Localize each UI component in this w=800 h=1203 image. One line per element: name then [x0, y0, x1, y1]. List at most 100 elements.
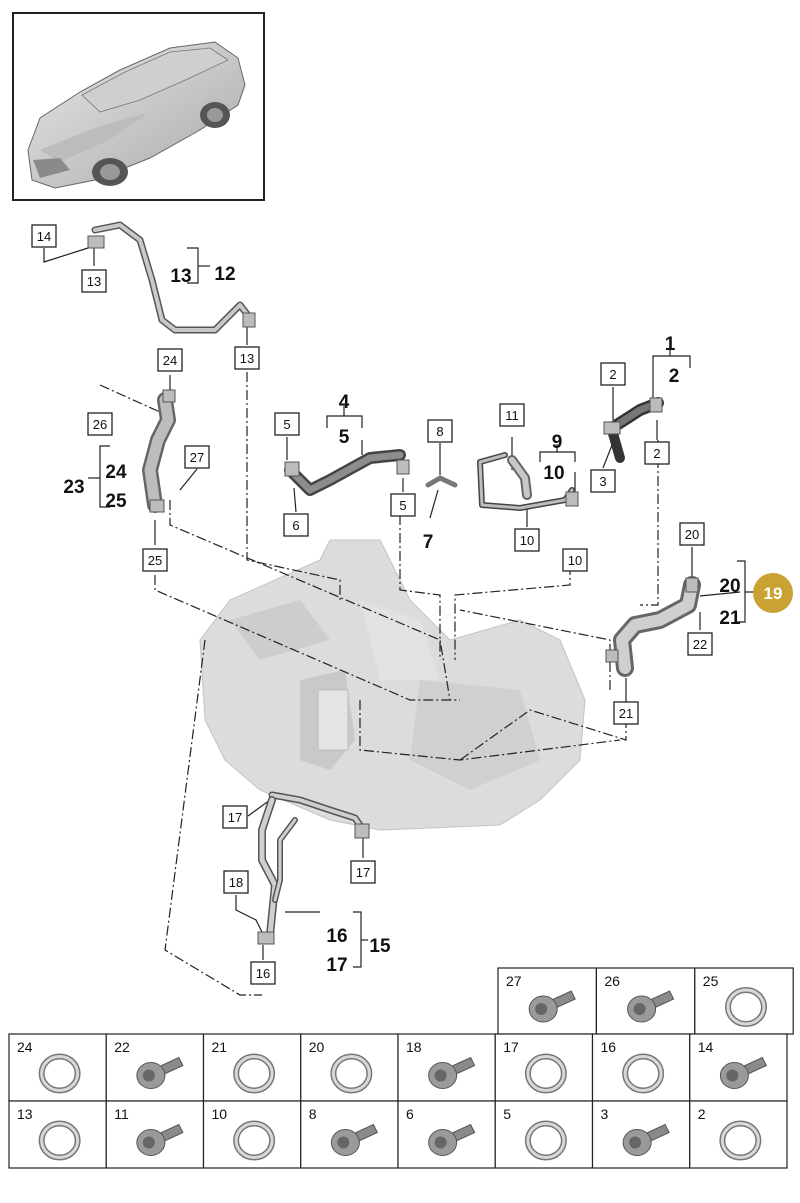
- bracket-14-icon: [87, 235, 105, 249]
- seal-ring-icon: [38, 1053, 81, 1094]
- bolt-icon: [622, 1123, 670, 1156]
- parts-table-cell[interactable]: 8: [300, 1100, 399, 1169]
- fitting-25-icon: [149, 499, 165, 513]
- part-label-number: 3: [599, 474, 606, 489]
- assembly-number[interactable]: 25: [105, 491, 127, 512]
- parts-table-number: 8: [309, 1106, 317, 1122]
- assembly-number[interactable]: 12: [214, 264, 235, 285]
- part-label-box[interactable]: 5: [274, 412, 300, 436]
- part-label-box[interactable]: 10: [514, 528, 540, 552]
- assembly-number[interactable]: 2: [669, 366, 680, 387]
- fitting-21-icon: [605, 649, 619, 663]
- part-label-number: 16: [256, 966, 270, 981]
- callout-number: 19: [764, 584, 783, 603]
- part-label-number: 14: [37, 229, 51, 244]
- assembly-number[interactable]: 24: [105, 462, 127, 483]
- part-label-box[interactable]: 17: [222, 805, 248, 829]
- parts-table-cell[interactable]: 10: [202, 1100, 302, 1169]
- assembly-number[interactable]: 20: [719, 576, 740, 597]
- parts-table-cell[interactable]: 6: [397, 1100, 496, 1169]
- part-label-box[interactable]: 26: [87, 412, 113, 436]
- part-label-box[interactable]: 13: [234, 346, 260, 370]
- parts-table-cell[interactable]: 18: [397, 1033, 496, 1102]
- bolt-icon: [330, 1123, 379, 1156]
- part-label-box[interactable]: 2: [600, 362, 626, 386]
- part-label-box[interactable]: 18: [223, 870, 249, 894]
- part-label-box[interactable]: 5: [390, 493, 416, 517]
- seal-ring-icon: [38, 1120, 81, 1161]
- fitting-5-icon: [284, 461, 300, 477]
- part-label-box[interactable]: 2: [644, 441, 670, 465]
- part-label-number: 5: [283, 417, 290, 432]
- parts-table-number: 13: [17, 1106, 33, 1122]
- part-label-box[interactable]: 20: [679, 522, 705, 546]
- part-label-box[interactable]: 17: [350, 860, 376, 884]
- part-label-box[interactable]: 13: [81, 269, 107, 293]
- parts-table-cell[interactable]: 22: [105, 1033, 205, 1102]
- callout-19[interactable]: 19: [753, 573, 793, 613]
- part-label-box[interactable]: 11: [499, 403, 525, 427]
- part-label-box[interactable]: 27: [184, 445, 210, 469]
- assembly-number[interactable]: 13: [170, 266, 191, 287]
- bolt-icon: [428, 1056, 476, 1089]
- bolt-icon: [627, 990, 675, 1023]
- assembly-number[interactable]: 1: [665, 334, 676, 355]
- seal-ring-icon: [330, 1053, 373, 1094]
- part-label-box[interactable]: 10: [562, 548, 588, 572]
- parts-table-cell[interactable]: 26: [595, 967, 696, 1035]
- part-label-box[interactable]: 16: [250, 961, 276, 985]
- parts-table-cell[interactable]: 2: [689, 1100, 788, 1169]
- part-label-box[interactable]: 22: [687, 632, 713, 656]
- bolt-icon: [136, 1056, 184, 1089]
- bolt-icon: [528, 990, 576, 1023]
- car-illustration: [27, 41, 246, 189]
- part-label-box[interactable]: 21: [613, 701, 639, 725]
- part-label-box[interactable]: 8: [427, 419, 453, 443]
- assembly-number[interactable]: 9: [552, 432, 563, 453]
- assembly-number[interactable]: 23: [63, 477, 84, 498]
- parts-table-cell[interactable]: 27: [497, 967, 598, 1035]
- parts-table-cell[interactable]: 17: [494, 1033, 594, 1102]
- part-label-box[interactable]: 6: [283, 513, 309, 537]
- parts-table-number: 16: [601, 1039, 617, 1055]
- parts-table-cell[interactable]: 13: [8, 1100, 107, 1169]
- parts-table-cell[interactable]: 5: [494, 1100, 594, 1169]
- assembly-number[interactable]: 15: [369, 936, 391, 957]
- assembly-number[interactable]: 7: [423, 532, 434, 553]
- part-label-number: 10: [520, 533, 534, 548]
- parts-table-cell[interactable]: 24: [8, 1033, 107, 1102]
- assembly-number[interactable]: 17: [326, 955, 347, 976]
- assembly-number[interactable]: 4: [339, 392, 350, 413]
- parts-table-cell[interactable]: 25: [694, 967, 794, 1035]
- part-label-number: 13: [240, 351, 254, 366]
- assembly-number[interactable]: 5: [339, 427, 350, 448]
- part-label-number: 17: [356, 865, 370, 880]
- parts-table-cell[interactable]: 16: [591, 1033, 691, 1102]
- parts-table-cell[interactable]: 20: [300, 1033, 399, 1102]
- part-label-box[interactable]: 24: [157, 348, 183, 372]
- part-label-box[interactable]: 3: [590, 469, 616, 493]
- part-label-box[interactable]: 14: [31, 224, 57, 248]
- fitting-16-icon: [257, 931, 275, 945]
- parts-table-number: 27: [506, 973, 522, 989]
- part-label-box[interactable]: 25: [142, 548, 168, 572]
- part-label-number: 13: [87, 274, 101, 289]
- parts-table-cell[interactable]: 11: [105, 1100, 205, 1169]
- part-label-number: 18: [229, 875, 243, 890]
- part-label-number: 17: [228, 810, 242, 825]
- part-label-number: 11: [505, 408, 519, 423]
- parts-table-number: 26: [604, 973, 620, 989]
- parts-table-cell[interactable]: 3: [591, 1100, 691, 1169]
- parts-table-cell[interactable]: 14: [689, 1033, 788, 1102]
- seal-ring-icon: [524, 1120, 567, 1161]
- seal-ring-icon: [622, 1053, 665, 1094]
- bolt-icon: [719, 1056, 768, 1089]
- assembly-number[interactable]: 21: [719, 608, 741, 629]
- fitting-3-icon: [603, 421, 621, 435]
- parts-table-cell[interactable]: 21: [202, 1033, 302, 1102]
- fitting-17-icon: [354, 823, 370, 839]
- part-label-number: 2: [653, 446, 660, 461]
- assembly-number[interactable]: 16: [326, 926, 347, 947]
- assembly-number[interactable]: 10: [543, 463, 564, 484]
